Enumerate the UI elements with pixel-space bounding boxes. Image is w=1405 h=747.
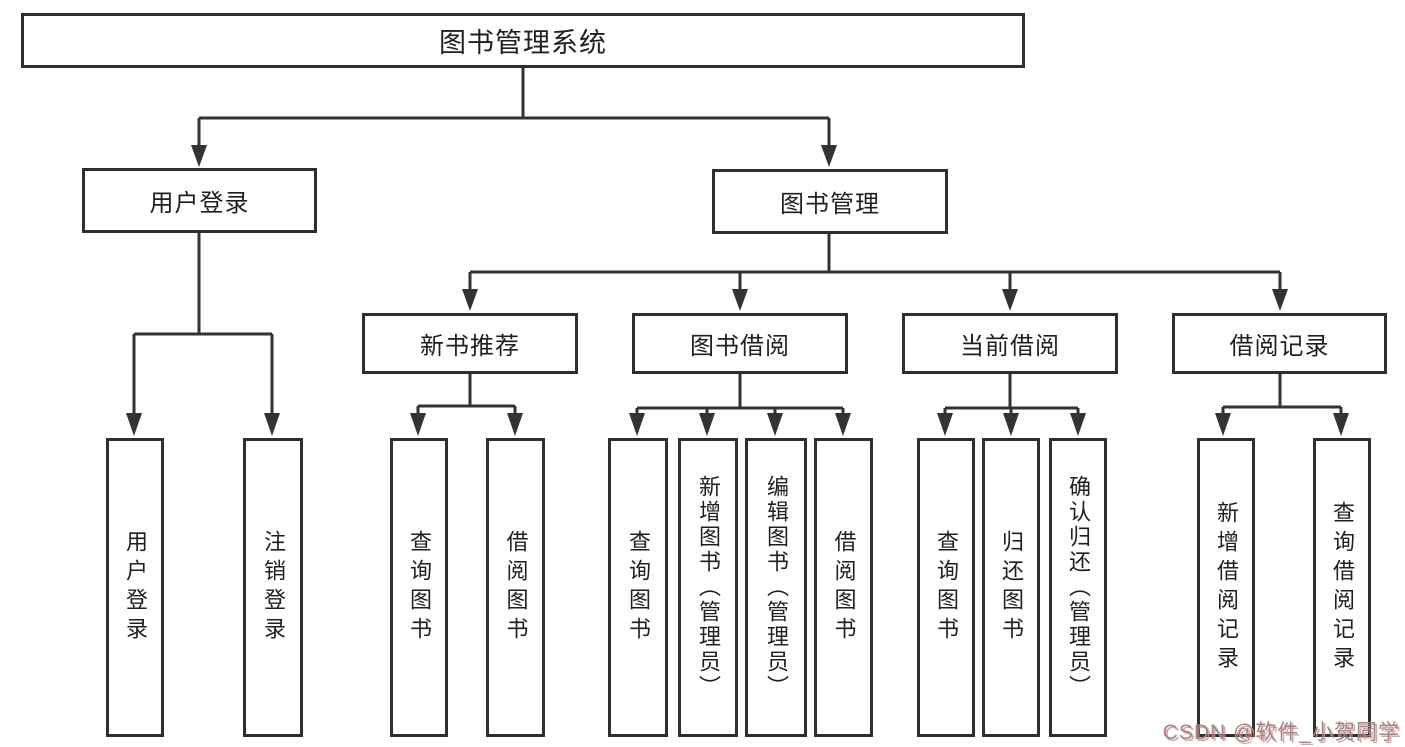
- leaf-add-borrow-record: 新增借阅记录: [1197, 438, 1255, 737]
- arrowheads: [126, 145, 1349, 436]
- node-book-borrow: 图书借阅: [632, 313, 848, 374]
- leaf-query-books-3: 查询图书: [917, 438, 975, 737]
- leaf-label: 借阅图书: [503, 529, 529, 646]
- connector-current-to-leaves: [943, 374, 1080, 416]
- leaf-label: 归还图书: [999, 529, 1024, 646]
- connector-userlogin-to-leaves: [132, 233, 274, 416]
- leaf-confirm-return-admin: 确认归还（管理员）: [1049, 438, 1107, 737]
- node-new-book-recommend: 新书推荐: [362, 313, 578, 374]
- connector-root-to-level2: [197, 68, 831, 148]
- leaf-borrow-books-2: 借阅图书: [814, 438, 873, 737]
- leaf-label: 查询借阅记录: [1330, 500, 1355, 675]
- leaf-label: 用户登录: [123, 529, 148, 646]
- node-label: 当前借阅: [960, 333, 1060, 360]
- node-label: 图书管理系统: [439, 28, 607, 58]
- node-label: 借阅记录: [1229, 333, 1330, 360]
- leaf-label: 查询图书: [407, 529, 432, 646]
- leaf-label: 查询图书: [626, 529, 651, 646]
- leaf-query-books-1: 查询图书: [390, 438, 448, 737]
- connector-borrow-to-leaves: [635, 374, 845, 416]
- leaf-label: 新增图书（管理员）: [696, 475, 721, 700]
- node-book-management: 图书管理: [712, 169, 948, 234]
- leaf-label: 注销登录: [261, 529, 286, 646]
- leaf-query-books-2: 查询图书: [608, 438, 668, 737]
- connector-newbook-to-leaves: [416, 374, 517, 416]
- leaf-add-books-admin: 新增图书（管理员）: [678, 438, 738, 737]
- node-label: 图书管理: [780, 191, 880, 218]
- node-user-login: 用户登录: [82, 168, 317, 233]
- leaf-return-books: 归还图书: [982, 438, 1040, 737]
- leaf-label: 编辑图书（管理员）: [764, 475, 789, 700]
- leaf-edit-books-admin: 编辑图书（管理员）: [745, 438, 807, 737]
- node-label: 图书借阅: [690, 333, 790, 360]
- node-current-borrow: 当前借阅: [902, 313, 1118, 374]
- leaf-label: 确认归还（管理员）: [1066, 475, 1091, 700]
- csdn-watermark: CSDN @软件_小贺同学: [1162, 721, 1400, 744]
- leaf-query-borrow-record: 查询借阅记录: [1313, 438, 1371, 737]
- connector-bookmgmt-to-level3: [468, 234, 1282, 292]
- leaf-label: 借阅图书: [831, 529, 857, 646]
- leaf-logout: 注销登录: [243, 438, 303, 737]
- leaf-borrow-books-1: 借阅图书: [486, 438, 545, 737]
- leaf-label: 新增借阅记录: [1214, 500, 1239, 675]
- leaf-label: 查询图书: [934, 529, 959, 646]
- node-library-management-system: 图书管理系统: [21, 13, 1025, 68]
- connector-record-to-leaves: [1221, 374, 1343, 416]
- node-label: 用户登录: [149, 190, 250, 217]
- leaf-user-login: 用户登录: [106, 438, 164, 737]
- node-label: 新书推荐: [420, 333, 520, 360]
- node-borrow-record: 借阅记录: [1172, 313, 1387, 374]
